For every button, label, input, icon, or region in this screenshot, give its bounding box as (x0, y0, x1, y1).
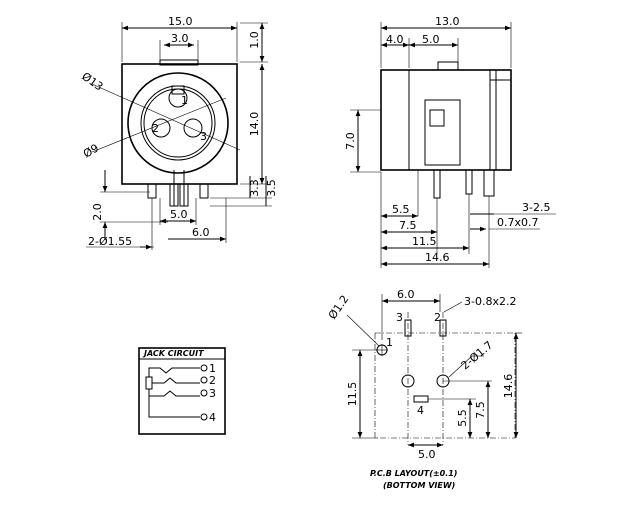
pcb-slots-label: 3-0.8x2.2 (464, 295, 516, 308)
jack-terminal-4: 4 (209, 411, 216, 424)
hole-label: 2-Ø1.55 (88, 235, 132, 248)
pin-1-circle (168, 88, 188, 108)
pin-pitch-label: 5.0 (170, 208, 188, 221)
jack-terminal-2: 2 (209, 374, 216, 387)
side-dim-115: 11.5 (412, 235, 437, 248)
side-offset-label: 4.0 (386, 33, 404, 46)
dia-inner-label: Ø9 (81, 142, 101, 161)
small-hole-label: Ø1.2 (326, 293, 352, 322)
jack-body-side (380, 69, 512, 171)
large-holes-label: 2-Ø1.7 (459, 338, 496, 372)
leg-total-label: 3.5 (265, 179, 278, 197)
jack-terminal-3: 3 (209, 387, 216, 400)
side-dim-146: 14.6 (425, 251, 450, 264)
front-view: 15.0 1.0 3.0 1 2 3 Ø13 Ø9 14.0 (79, 15, 278, 250)
front-key-width-label: 3.0 (171, 32, 189, 45)
jack-circuit-title: JACK CIRCUIT (142, 349, 204, 358)
jack-circuit: JACK CIRCUIT 1 2 3 4 (138, 347, 226, 435)
pcb-caption-2: (BOTTOM VIEW) (383, 481, 455, 490)
front-top-offset-label: 1.0 (248, 31, 261, 49)
side-length-label: 13.0 (435, 15, 460, 28)
pin-num-3: 3 (200, 130, 207, 143)
leg-height-label: 3.3 (248, 179, 261, 197)
jack-circuit-box (138, 347, 226, 435)
pcb-pin-3: 3 (396, 311, 403, 324)
side-view: 13.0 4.0 5.0 7.0 5.5 7.5 1 (344, 15, 556, 268)
side-dim-75: 7.5 (399, 219, 417, 232)
pcb-pin-1: 1 (386, 336, 393, 349)
pcb-height-label: 11.5 (346, 382, 359, 407)
pcb-spacing-label: 6.0 (397, 288, 415, 301)
pin-3-circle (183, 118, 203, 138)
pcb-bottom-label: 5.0 (418, 448, 436, 461)
large-hole-left (401, 374, 415, 388)
front-height-label: 14.0 (248, 112, 261, 137)
jack-terminal-1: 1 (209, 362, 216, 375)
pins-label: 3-2.5 (522, 201, 550, 214)
front-width-label: 15.0 (168, 15, 193, 28)
jack-body-front (121, 63, 238, 185)
slot-4 (413, 395, 429, 403)
outer-circle (127, 72, 229, 174)
pin-length-label: 2.0 (91, 203, 104, 221)
pcb-caption-1: P.C.B LAYOUT(±0.1) (370, 469, 457, 478)
pin-num-1: 1 (181, 94, 188, 107)
dia-outer-label: Ø13 (79, 70, 105, 94)
pcb-layout: 6.0 3-0.8x2.2 3 2 Ø1.2 1 2-Ø1.7 4 11.5 (326, 288, 522, 490)
pcb-dim-55: 5.5 (456, 409, 469, 427)
side-dim-55: 5.5 (392, 203, 410, 216)
pcb-dim-75: 7.5 (474, 401, 487, 419)
pin-span-label: 6.0 (192, 226, 210, 239)
side-height-label: 7.0 (344, 132, 357, 150)
pcb-pin-2: 2 (434, 311, 441, 324)
pcb-total-label: 14.6 (502, 374, 515, 399)
side-key-label: 5.0 (422, 33, 440, 46)
pin-num-2: 2 (152, 122, 159, 135)
pcb-pin-4: 4 (417, 404, 424, 417)
pin-size-label: 0.7x0.7 (497, 216, 539, 229)
